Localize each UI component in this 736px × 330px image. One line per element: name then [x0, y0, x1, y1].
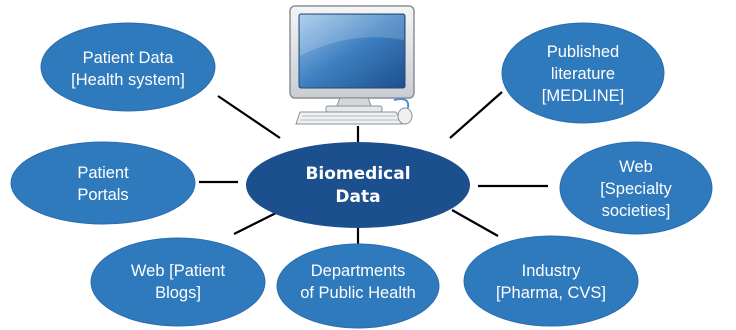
- node-web-specialty-societies: Web [Specialty societies]: [559, 141, 713, 235]
- connector-patient-data: [217, 95, 281, 139]
- node-departments-line2: of Public Health: [300, 284, 416, 302]
- node-published-literature-line3: [MEDLINE]: [542, 87, 625, 105]
- node-web-patient-blogs: Web [Patient Blogs]: [90, 237, 266, 327]
- node-published-literature-line2: literature: [551, 65, 615, 83]
- center-label-line1: Biomedical: [305, 164, 410, 184]
- node-published-literature: Published literature [MEDLINE]: [501, 22, 665, 124]
- node-web-specialty-line3: societies]: [602, 202, 671, 220]
- node-patient-data-line2: [Health system]: [71, 71, 185, 89]
- node-patient-data: Patient Data [Health system]: [40, 22, 216, 112]
- node-patient-portals-line1: Patient: [77, 164, 129, 182]
- connector-published-literature: [449, 91, 503, 139]
- node-departments-public-health: Departments of Public Health: [276, 243, 440, 329]
- node-departments-line1: Departments: [311, 262, 405, 280]
- node-patient-portals: Patient Portals: [10, 141, 196, 225]
- node-industry-line1: Industry: [522, 262, 581, 280]
- connector-lines: [199, 91, 548, 244]
- connector-industry: [451, 209, 499, 237]
- node-industry: Industry [Pharma, CVS]: [463, 235, 639, 327]
- node-published-literature-line1: Published: [547, 43, 619, 61]
- node-web-patient-blogs-line1: Web [Patient: [131, 262, 226, 280]
- node-industry-line2: [Pharma, CVS]: [496, 284, 606, 302]
- node-web-specialty-line1: Web: [619, 158, 653, 176]
- node-web-patient-blogs-line2: Blogs]: [155, 284, 201, 302]
- desktop-computer-icon: [289, 5, 415, 125]
- node-patient-portals-line2: Portals: [77, 186, 128, 204]
- node-web-specialty-line2: [Specialty: [600, 180, 672, 198]
- center-node-biomedical-data: Biomedical Data: [246, 142, 470, 228]
- center-label-line2: Data: [335, 187, 380, 207]
- node-patient-data-line1: Patient Data: [83, 49, 175, 67]
- connector-web-patient-blogs: [233, 212, 277, 235]
